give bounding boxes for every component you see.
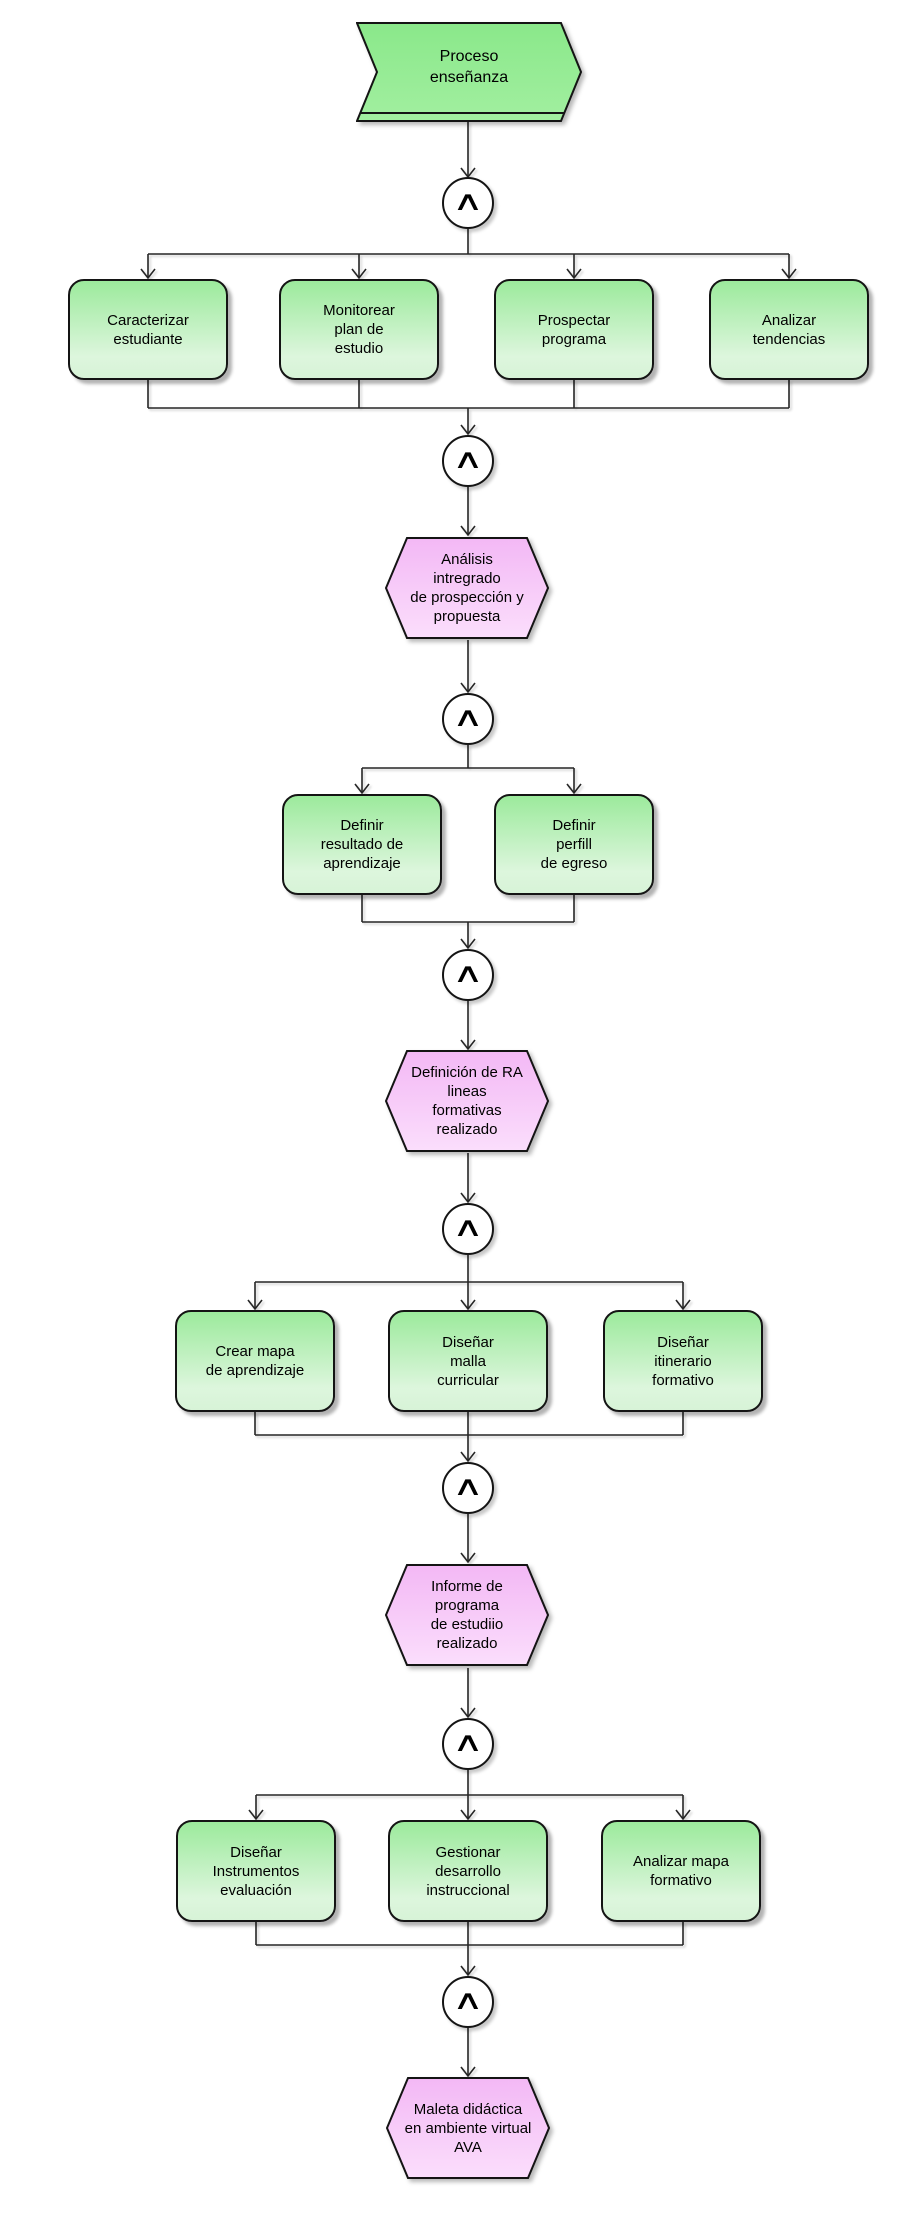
and-operator-node-1[interactable]: ∧: [442, 177, 494, 229]
event-analisis-integrado[interactable]: Análisis intregrado de prospección y pro…: [385, 536, 549, 640]
function-disenar-instrumentos-evaluacion[interactable]: Diseñar Instrumentos evaluación: [176, 1820, 336, 1922]
flow-lines: [147, 122, 790, 2075]
function-definir-perfil-de-egreso[interactable]: Definir perfill de egreso: [494, 794, 654, 895]
event-maleta-didactica-ava[interactable]: Maleta didáctica en ambiente virtual AVA: [386, 2076, 550, 2180]
and-operator-node-2[interactable]: ∧: [442, 435, 494, 487]
event-hexagon-shape: [385, 1050, 549, 1152]
function-crear-mapa-de-aprendizaje[interactable]: Crear mapa de aprendizaje: [175, 1310, 335, 1412]
function-gestionar-desarrollo-instruccional[interactable]: Gestionar desarrollo instruccional: [388, 1820, 548, 1922]
process-interface-shape: [356, 22, 582, 122]
and-operator-node-8[interactable]: ∧: [442, 1976, 494, 2028]
and-operator-icon: ∧: [452, 1727, 484, 1757]
function-analizar-tendencias[interactable]: Analizar tendencias: [709, 279, 869, 380]
and-operator-icon: ∧: [452, 958, 484, 988]
process-interface-label: Proceso enseñanza: [429, 48, 509, 86]
function-monitorear-plan-de-estudio[interactable]: Monitorear plan de estudio: [279, 279, 439, 380]
function-disenar-malla-curricular[interactable]: Diseñar malla curricular: [388, 1310, 548, 1412]
process-interface-node[interactable]: Proceso enseñanza: [356, 22, 582, 122]
function-disenar-itinerario-formativo[interactable]: Diseñar itinerario formativo: [603, 1310, 763, 1412]
and-operator-icon: ∧: [452, 444, 484, 474]
and-operator-node-3[interactable]: ∧: [442, 693, 494, 745]
and-operator-icon: ∧: [452, 1212, 484, 1242]
and-operator-node-7[interactable]: ∧: [442, 1718, 494, 1770]
function-analizar-mapa-formativo[interactable]: Analizar mapa formativo: [601, 1820, 761, 1922]
function-prospectar-programa[interactable]: Prospectar programa: [494, 279, 654, 380]
and-operator-node-5[interactable]: ∧: [442, 1203, 494, 1255]
and-operator-icon: ∧: [452, 186, 484, 216]
function-definir-resultado-de-aprendizaje[interactable]: Definir resultado de aprendizaje: [282, 794, 442, 895]
and-operator-icon: ∧: [452, 1985, 484, 2015]
event-hexagon-shape: [385, 1564, 549, 1666]
and-operator-node-6[interactable]: ∧: [442, 1462, 494, 1514]
event-definicion-ra-lineas-formativas[interactable]: Definición de RA lineas formativas reali…: [385, 1049, 549, 1153]
and-operator-node-4[interactable]: ∧: [442, 949, 494, 1001]
event-hexagon-shape: [386, 2077, 550, 2179]
event-hexagon-shape: [385, 537, 549, 639]
event-informe-programa-estudio[interactable]: Informe de programa de estudiio realizad…: [385, 1563, 549, 1667]
and-operator-icon: ∧: [452, 702, 484, 732]
and-operator-icon: ∧: [452, 1471, 484, 1501]
function-caracterizar-estudiante[interactable]: Caracterizar estudiante: [68, 279, 228, 380]
